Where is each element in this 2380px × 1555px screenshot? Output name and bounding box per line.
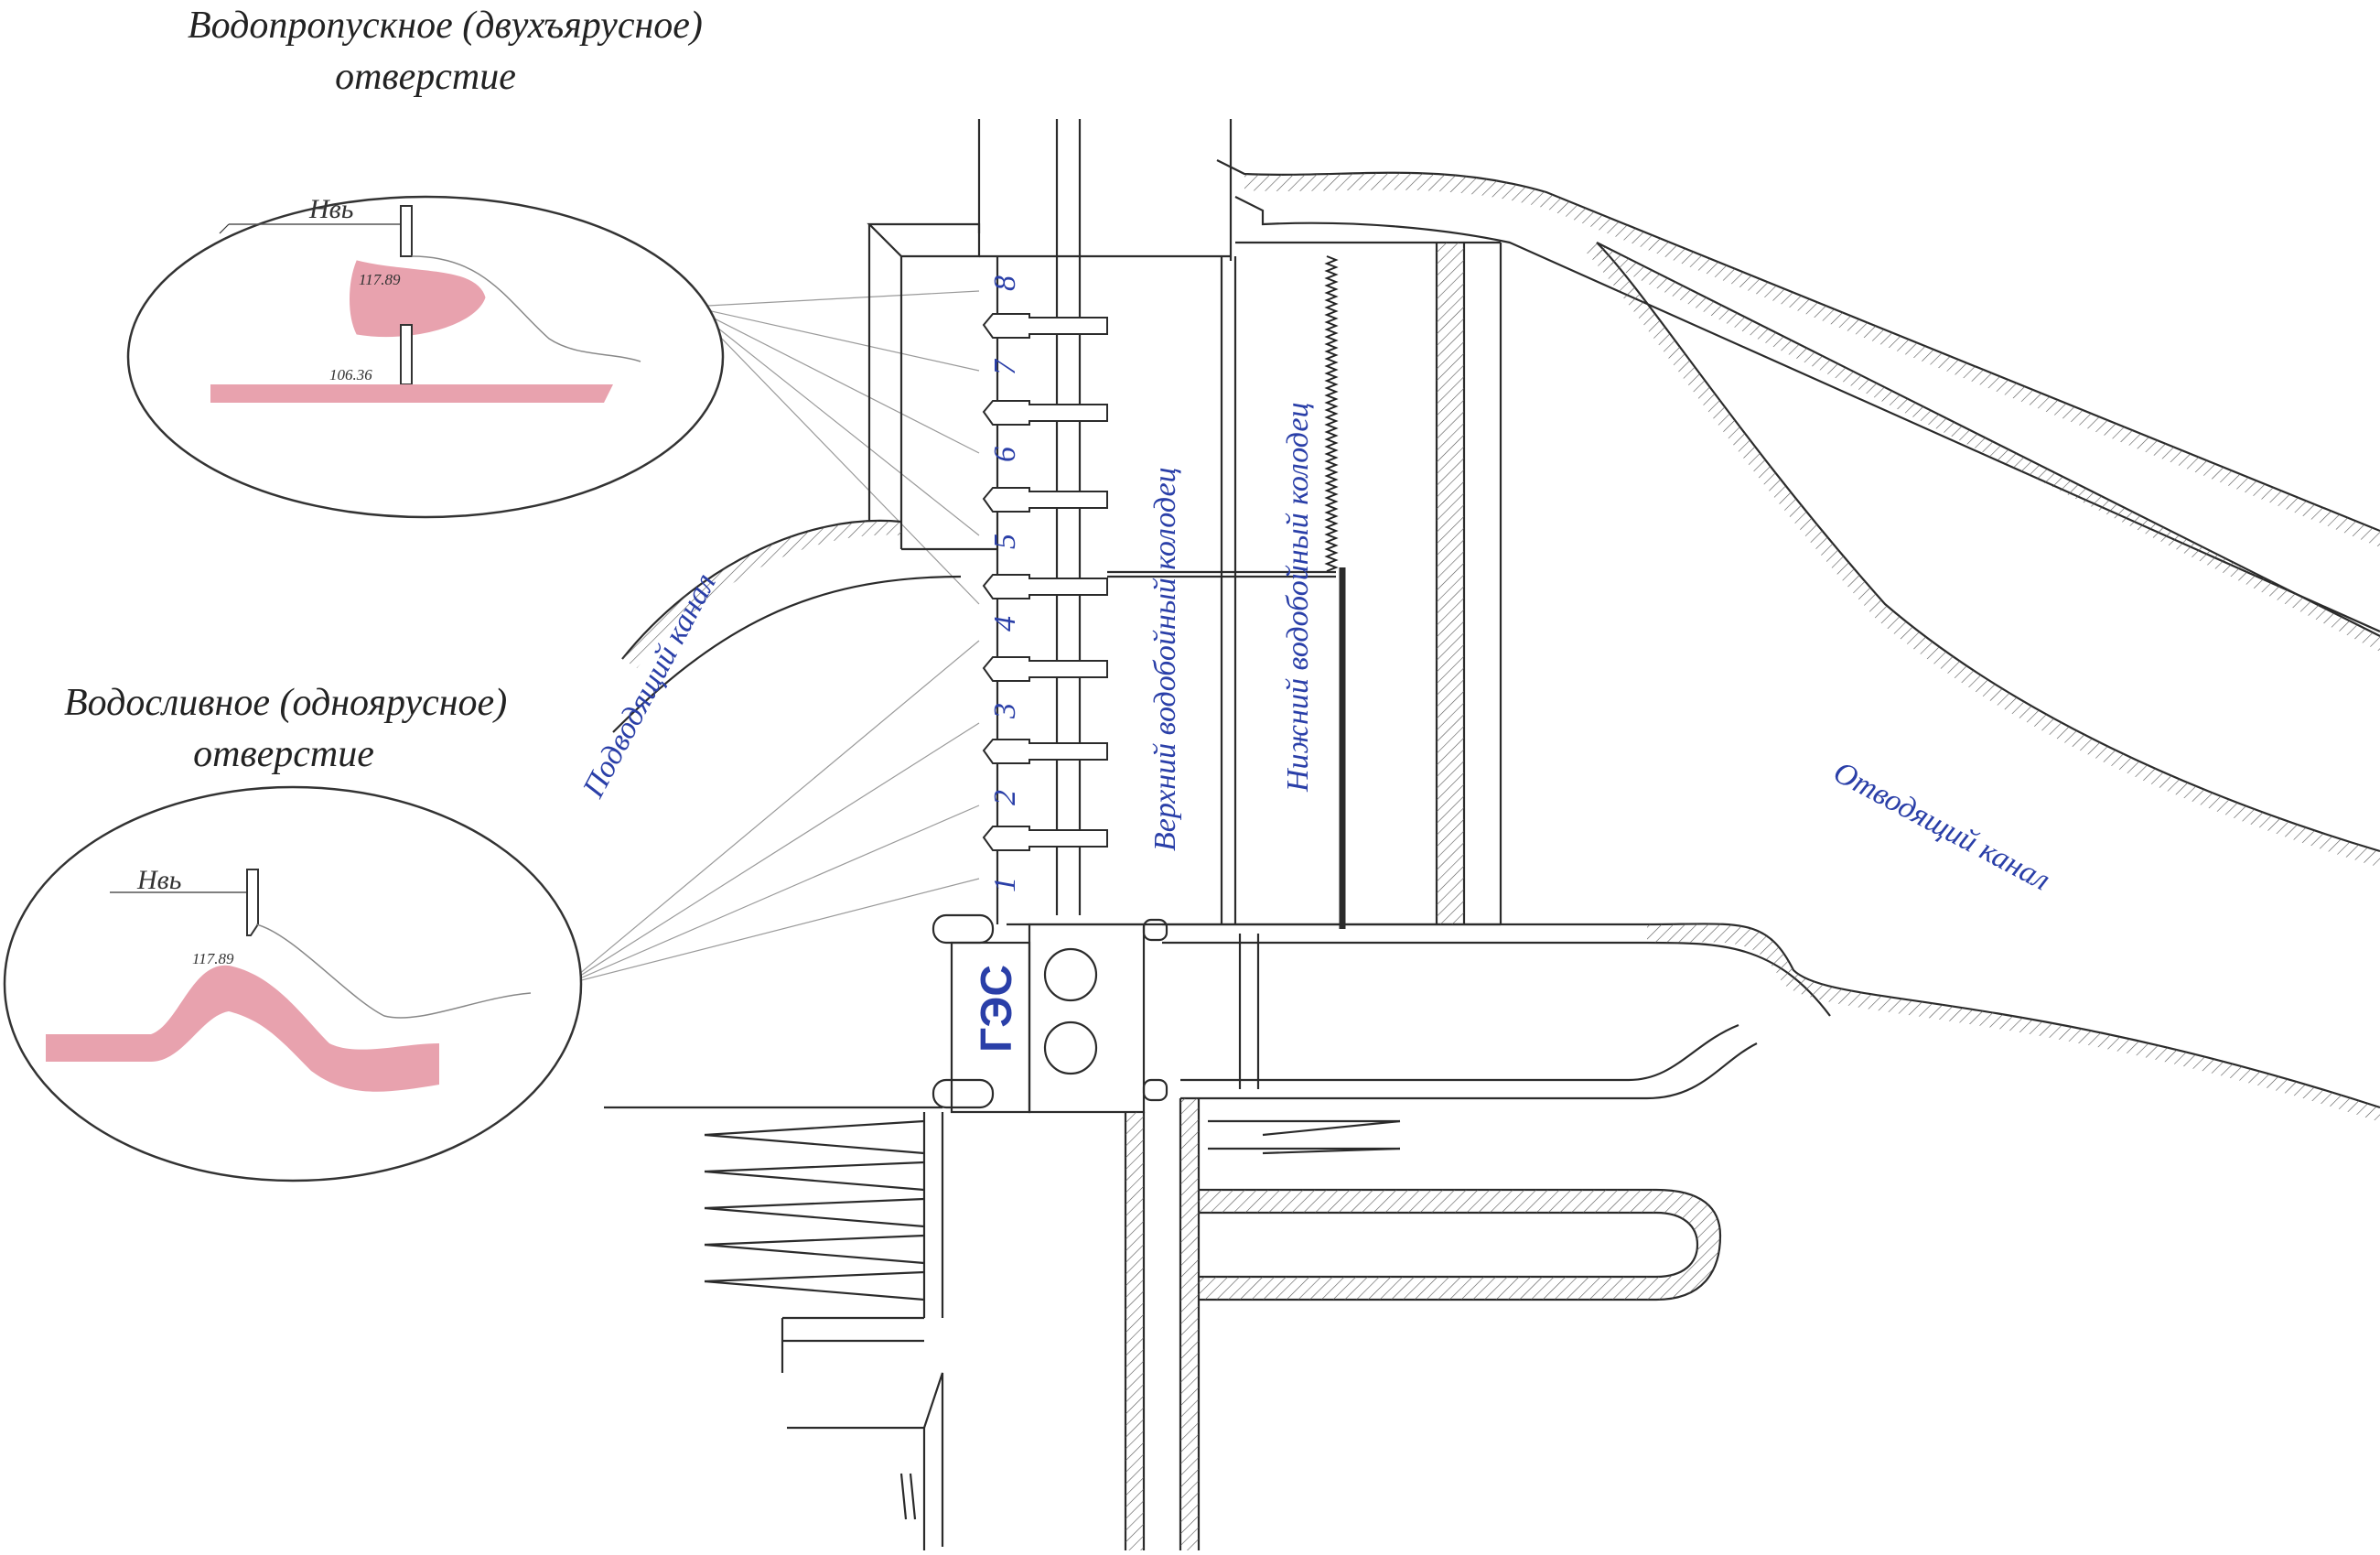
- bay-number: 7: [988, 360, 1022, 375]
- callout-leaders: [566, 290, 980, 985]
- lower-level-label: Нвь: [137, 865, 182, 895]
- gate-pier: [982, 487, 1108, 513]
- gate-pier: [982, 313, 1108, 339]
- hpp-label: ГЭС: [973, 964, 1021, 1053]
- lower-callout-title: Водосливное (одноярусное) отверстие: [64, 677, 508, 780]
- lower-mark-top: 117.89: [192, 950, 234, 967]
- upper-mark-top: 117.89: [359, 271, 401, 288]
- gate-pier: [982, 826, 1108, 851]
- bay-number: 4: [988, 616, 1022, 632]
- gate-pier: [982, 656, 1108, 682]
- upper-callout-title-line2: отверстие: [335, 56, 516, 98]
- gate-piers: [982, 313, 1108, 851]
- upper-callout-title-line1: Водопропускное (двухъярусное): [188, 5, 703, 47]
- upper-basin-label: Верхний водобойный колодец: [1148, 467, 1182, 851]
- upper-mark-bottom: 106.36: [329, 366, 372, 383]
- gate-pier: [982, 400, 1108, 426]
- lower-basin-label: Нижний водобойный колодец: [1281, 402, 1315, 792]
- structure: [604, 119, 2380, 1550]
- bay-number: 5: [988, 534, 1022, 549]
- lower-callout: [3, 785, 583, 1182]
- rack-line: [1324, 255, 1339, 572]
- rack-serration: [1324, 255, 1339, 572]
- bay-number: 3: [988, 703, 1022, 718]
- bay-number: 8: [988, 275, 1022, 291]
- bay-number: 1: [988, 877, 1022, 892]
- upper-callout: [126, 195, 725, 519]
- bay-number: 2: [988, 790, 1022, 805]
- upper-callout-title: Водопропускное (двухъярусное) отверстие: [188, 0, 703, 103]
- upper-level-label: Нвь: [309, 194, 354, 224]
- bank-hatching: [622, 172, 2380, 1550]
- lower-callout-title-line2: отверстие: [193, 733, 374, 775]
- gate-pier: [982, 739, 1108, 764]
- gate-pier: [982, 574, 1108, 599]
- bay-number: 6: [988, 447, 1022, 462]
- lower-callout-title-line1: Водосливное (одноярусное): [64, 682, 508, 724]
